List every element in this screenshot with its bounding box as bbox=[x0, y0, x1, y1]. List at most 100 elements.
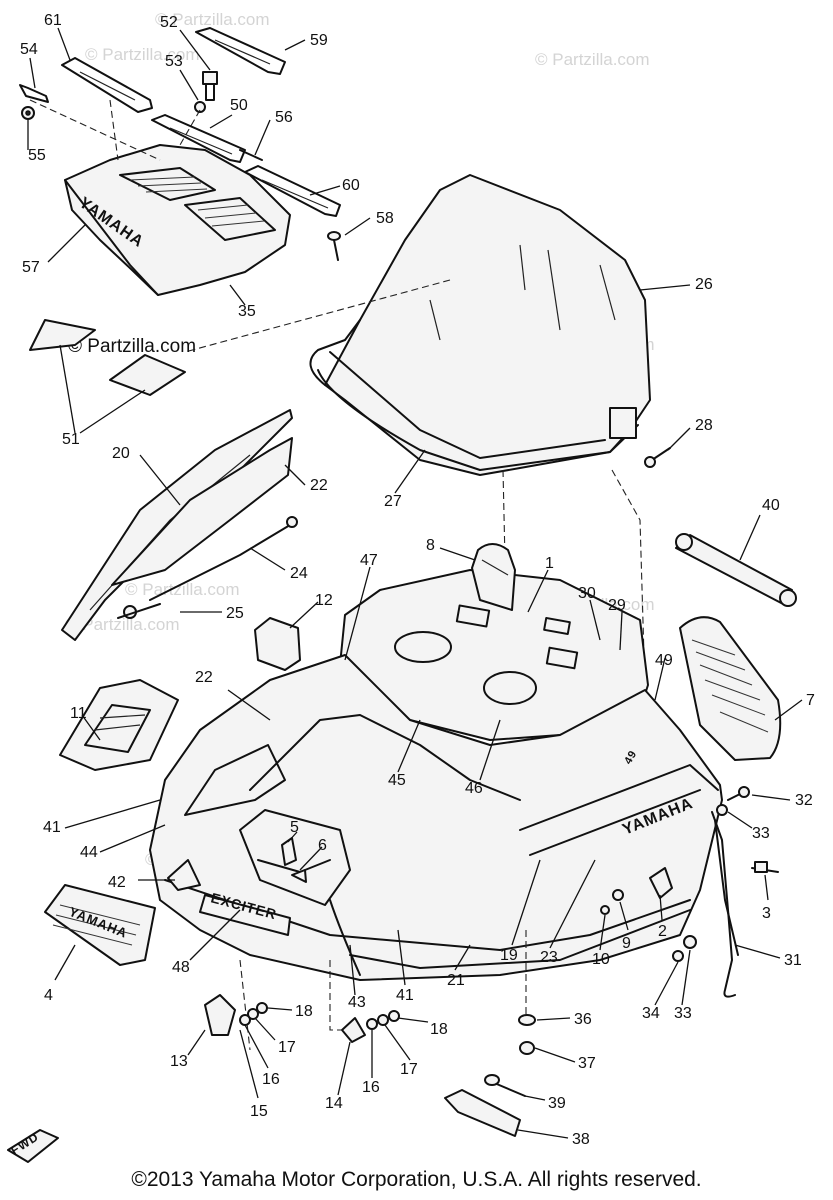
callout-5: 5 bbox=[290, 819, 299, 836]
copyright-notice: ©2013 Yamaha Motor Corporation, U.S.A. A… bbox=[131, 1168, 702, 1191]
part-40-hinge bbox=[675, 533, 797, 607]
leader-lines bbox=[27, 27, 803, 1139]
part-13-bracket bbox=[204, 994, 236, 1036]
callout-58: 58 bbox=[376, 210, 394, 227]
part-58-screw bbox=[327, 231, 341, 261]
part-52-bolt bbox=[202, 71, 218, 101]
part-59-strip bbox=[195, 27, 286, 75]
part-39-bolt bbox=[484, 1074, 526, 1097]
callout-61: 61 bbox=[44, 12, 62, 29]
callout-18b: 18 bbox=[430, 1021, 448, 1038]
callout-52: 52 bbox=[160, 14, 178, 31]
part-11-vent bbox=[59, 679, 179, 771]
callout-36: 36 bbox=[574, 1011, 592, 1028]
part-26-windshield bbox=[324, 174, 651, 476]
hood-shell bbox=[149, 654, 723, 981]
watermark: © Partzilla.com bbox=[85, 45, 200, 64]
callout-29: 29 bbox=[608, 597, 626, 614]
callout-38: 38 bbox=[572, 1131, 590, 1148]
callout-50: 50 bbox=[230, 97, 248, 114]
callout-57: 57 bbox=[22, 259, 40, 276]
callouts: 61 52 59 54 53 50 56 55 60 58 57 35 26 5… bbox=[20, 12, 815, 1148]
part-18b-nut bbox=[388, 1010, 400, 1022]
callout-22b: 22 bbox=[195, 669, 213, 686]
callout-56: 56 bbox=[275, 109, 293, 126]
callout-2: 2 bbox=[658, 923, 667, 940]
callout-51: 51 bbox=[62, 431, 80, 448]
callout-3: 3 bbox=[762, 905, 771, 922]
part-60-strip bbox=[244, 165, 341, 217]
callout-55: 55 bbox=[28, 147, 46, 164]
watermark: © Partzilla.com bbox=[535, 50, 650, 69]
callout-17: 17 bbox=[278, 1039, 296, 1056]
callout-8: 8 bbox=[426, 537, 435, 554]
callout-46: 46 bbox=[465, 780, 483, 797]
callout-28: 28 bbox=[695, 417, 713, 434]
part-10-nut bbox=[600, 905, 610, 915]
callout-7: 7 bbox=[806, 692, 815, 709]
watermark: © Partzilla.com bbox=[125, 580, 240, 599]
part-51-panels bbox=[29, 319, 186, 396]
left-trim-group bbox=[61, 409, 298, 641]
callout-53: 53 bbox=[165, 53, 183, 70]
watermark: © Partzilla.com bbox=[155, 10, 270, 29]
part-56-pin bbox=[239, 149, 263, 161]
watermark: © Partzilla.com bbox=[65, 615, 180, 634]
callout-49: 49 bbox=[655, 652, 673, 669]
callout-23: 23 bbox=[540, 949, 558, 966]
windshield-group bbox=[184, 174, 671, 691]
callout-37: 37 bbox=[578, 1055, 596, 1072]
part-27-trim bbox=[317, 369, 639, 471]
callout-45: 45 bbox=[388, 772, 406, 789]
part-28-screw bbox=[644, 447, 671, 468]
part-17b-washer bbox=[377, 1014, 389, 1026]
callout-15: 15 bbox=[250, 1103, 268, 1120]
part-3-pin bbox=[751, 861, 779, 873]
part-50-strip bbox=[151, 114, 246, 163]
callout-33: 33 bbox=[752, 825, 770, 842]
callout-47: 47 bbox=[360, 552, 378, 569]
part-2-bracket bbox=[649, 867, 673, 899]
callout-59: 59 bbox=[310, 32, 328, 49]
callout-6: 6 bbox=[318, 837, 327, 854]
part-4-emblem: YAMAHA bbox=[44, 884, 156, 966]
part-14-bracket bbox=[341, 1017, 366, 1043]
callout-10: 10 bbox=[592, 951, 610, 968]
callout-39: 39 bbox=[548, 1095, 566, 1112]
callout-14: 14 bbox=[325, 1095, 343, 1112]
lower-hardware: FWD bbox=[7, 930, 536, 1163]
callout-41b: 41 bbox=[396, 987, 414, 1004]
callout-16b: 16 bbox=[362, 1079, 380, 1096]
callout-35: 35 bbox=[238, 303, 256, 320]
callout-4: 4 bbox=[44, 987, 53, 1004]
part-9-washer bbox=[612, 889, 624, 901]
callout-16: 16 bbox=[262, 1071, 280, 1088]
part-37-nut bbox=[519, 1041, 535, 1055]
part-17-washer bbox=[247, 1008, 259, 1020]
part-25-pin bbox=[117, 603, 161, 619]
callout-34: 34 bbox=[642, 1005, 660, 1022]
callout-54: 54 bbox=[20, 41, 38, 58]
part-31-rod bbox=[711, 811, 739, 998]
part-24-cable bbox=[123, 516, 298, 619]
callout-24: 24 bbox=[290, 565, 308, 582]
callout-21: 21 bbox=[447, 972, 465, 989]
callout-26: 26 bbox=[695, 276, 713, 293]
callout-42: 42 bbox=[108, 874, 126, 891]
callout-48: 48 bbox=[172, 959, 190, 976]
part-55-nut bbox=[21, 106, 35, 120]
callout-11: 11 bbox=[70, 705, 87, 722]
part-34-nut bbox=[672, 950, 684, 962]
callout-25: 25 bbox=[226, 605, 244, 622]
callout-33b: 33 bbox=[674, 1005, 692, 1022]
part-32-bolt bbox=[727, 786, 750, 801]
part-53-washer bbox=[194, 101, 206, 113]
part-38-bar bbox=[444, 1089, 521, 1137]
part-6-clip bbox=[291, 869, 307, 883]
right-hardware bbox=[600, 786, 779, 998]
part-33b-washer bbox=[683, 935, 697, 949]
callout-18: 18 bbox=[295, 1003, 313, 1020]
part-33-washer bbox=[716, 804, 728, 816]
callout-41: 41 bbox=[43, 819, 61, 836]
part-18-nut bbox=[256, 1002, 268, 1014]
